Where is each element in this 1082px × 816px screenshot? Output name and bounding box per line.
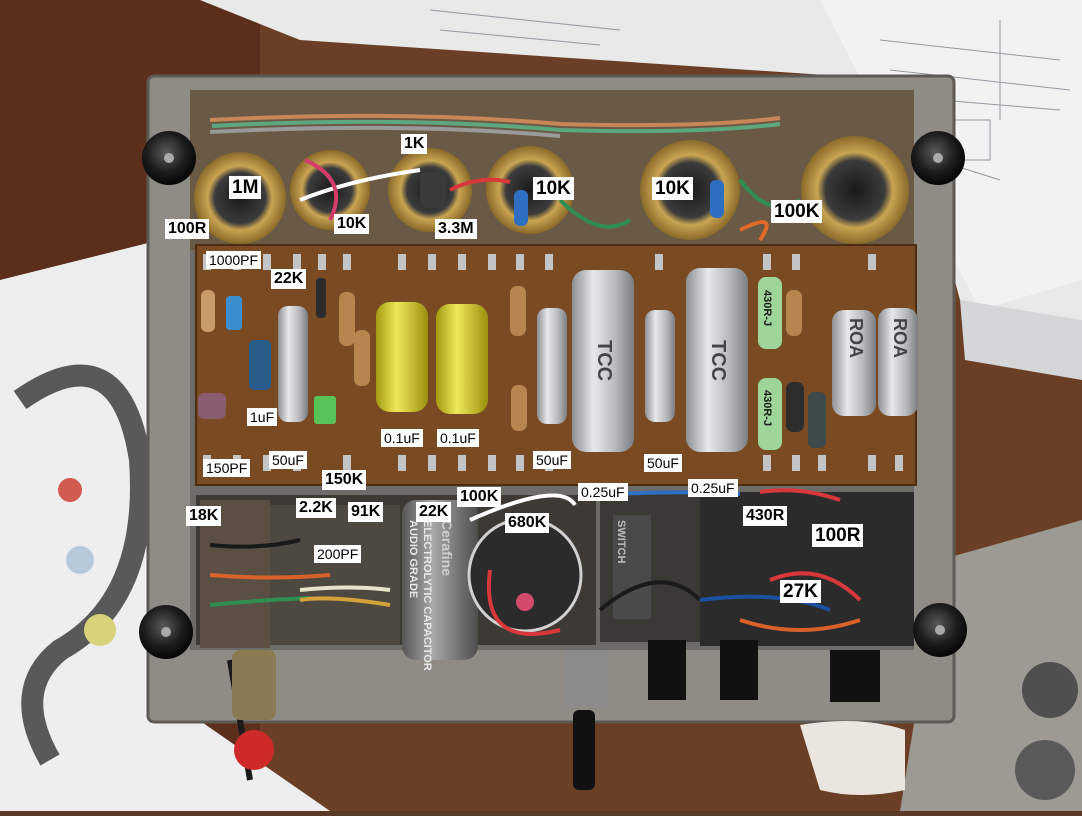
power-inlet [800, 721, 905, 795]
label-22k-bottom: 22K [416, 502, 452, 522]
label-10k-b: 10K [652, 177, 693, 200]
label-100r-right: 100R [812, 524, 864, 547]
label-50uf-b: 50uF [533, 451, 571, 469]
label-18k: 18K [186, 506, 222, 526]
tcc-mark-b: TCC [707, 340, 729, 381]
rubber-feet [139, 131, 967, 659]
label-1m: 1M [229, 176, 262, 199]
label-150pf: 150PF [203, 459, 251, 477]
roa-mark-a: ROA [846, 318, 866, 358]
binding-post [232, 650, 276, 720]
label-100k-top: 100K [771, 200, 823, 223]
label-10k-c: 10K [334, 214, 370, 234]
roa-mark-b: ROA [890, 318, 910, 358]
label-0-25uf-a: 0.25uF [578, 483, 628, 501]
label-3-3m: 3.3M [435, 219, 477, 239]
toggle-switch [565, 650, 607, 706]
cerafine-capacitor [402, 500, 478, 660]
label-27k: 27K [780, 580, 821, 603]
label-1uf: 1uF [247, 408, 278, 426]
resistors [201, 172, 804, 450]
capacitors [198, 268, 918, 452]
switch-text: SWITCH [615, 520, 627, 563]
label-0-25uf-b: 0.25uF [688, 479, 738, 497]
label-0-1uf-a: 0.1uF [381, 429, 423, 447]
resistor-mark-a: 430R-J [761, 290, 773, 326]
label-50uf-a: 50uF [269, 451, 307, 469]
tcc-mark-a: TCC [593, 340, 615, 381]
label-680k: 680K [505, 513, 550, 533]
power-switch-knob [467, 517, 583, 633]
resistor-mark-b: 430R-J [761, 390, 773, 426]
label-91k: 91K [348, 502, 384, 522]
label-10k-a: 10K [533, 177, 574, 200]
lower-section [196, 492, 914, 706]
label-1000pf: 1000PF [206, 251, 262, 269]
cap-type-text: ELECTROLYTIC CAPACITOR [421, 520, 433, 671]
label-430r: 430R [743, 506, 788, 526]
wiring-harness [209, 113, 802, 242]
label-100r-left: 100R [165, 219, 210, 239]
cap-grade-text: AUDIO GRADE [407, 520, 419, 598]
red-binding-post [234, 730, 274, 770]
label-2-2k: 2.2K [296, 498, 336, 518]
label-150k: 150K [322, 470, 367, 490]
label-200pf: 200PF [314, 545, 362, 563]
capacitor-markings: TCC TCC ROA ROA 430R-J 430R-J [593, 290, 910, 426]
label-22k-top: 22K [271, 269, 307, 289]
volume-knob [573, 710, 595, 790]
label-50uf-c: 50uF [644, 454, 682, 472]
cap-brand-text: Cerafine [439, 520, 455, 576]
label-1k: 1K [401, 134, 428, 154]
label-0-1uf-b: 0.1uF [437, 429, 479, 447]
label-100k-mid: 100K [457, 487, 502, 507]
